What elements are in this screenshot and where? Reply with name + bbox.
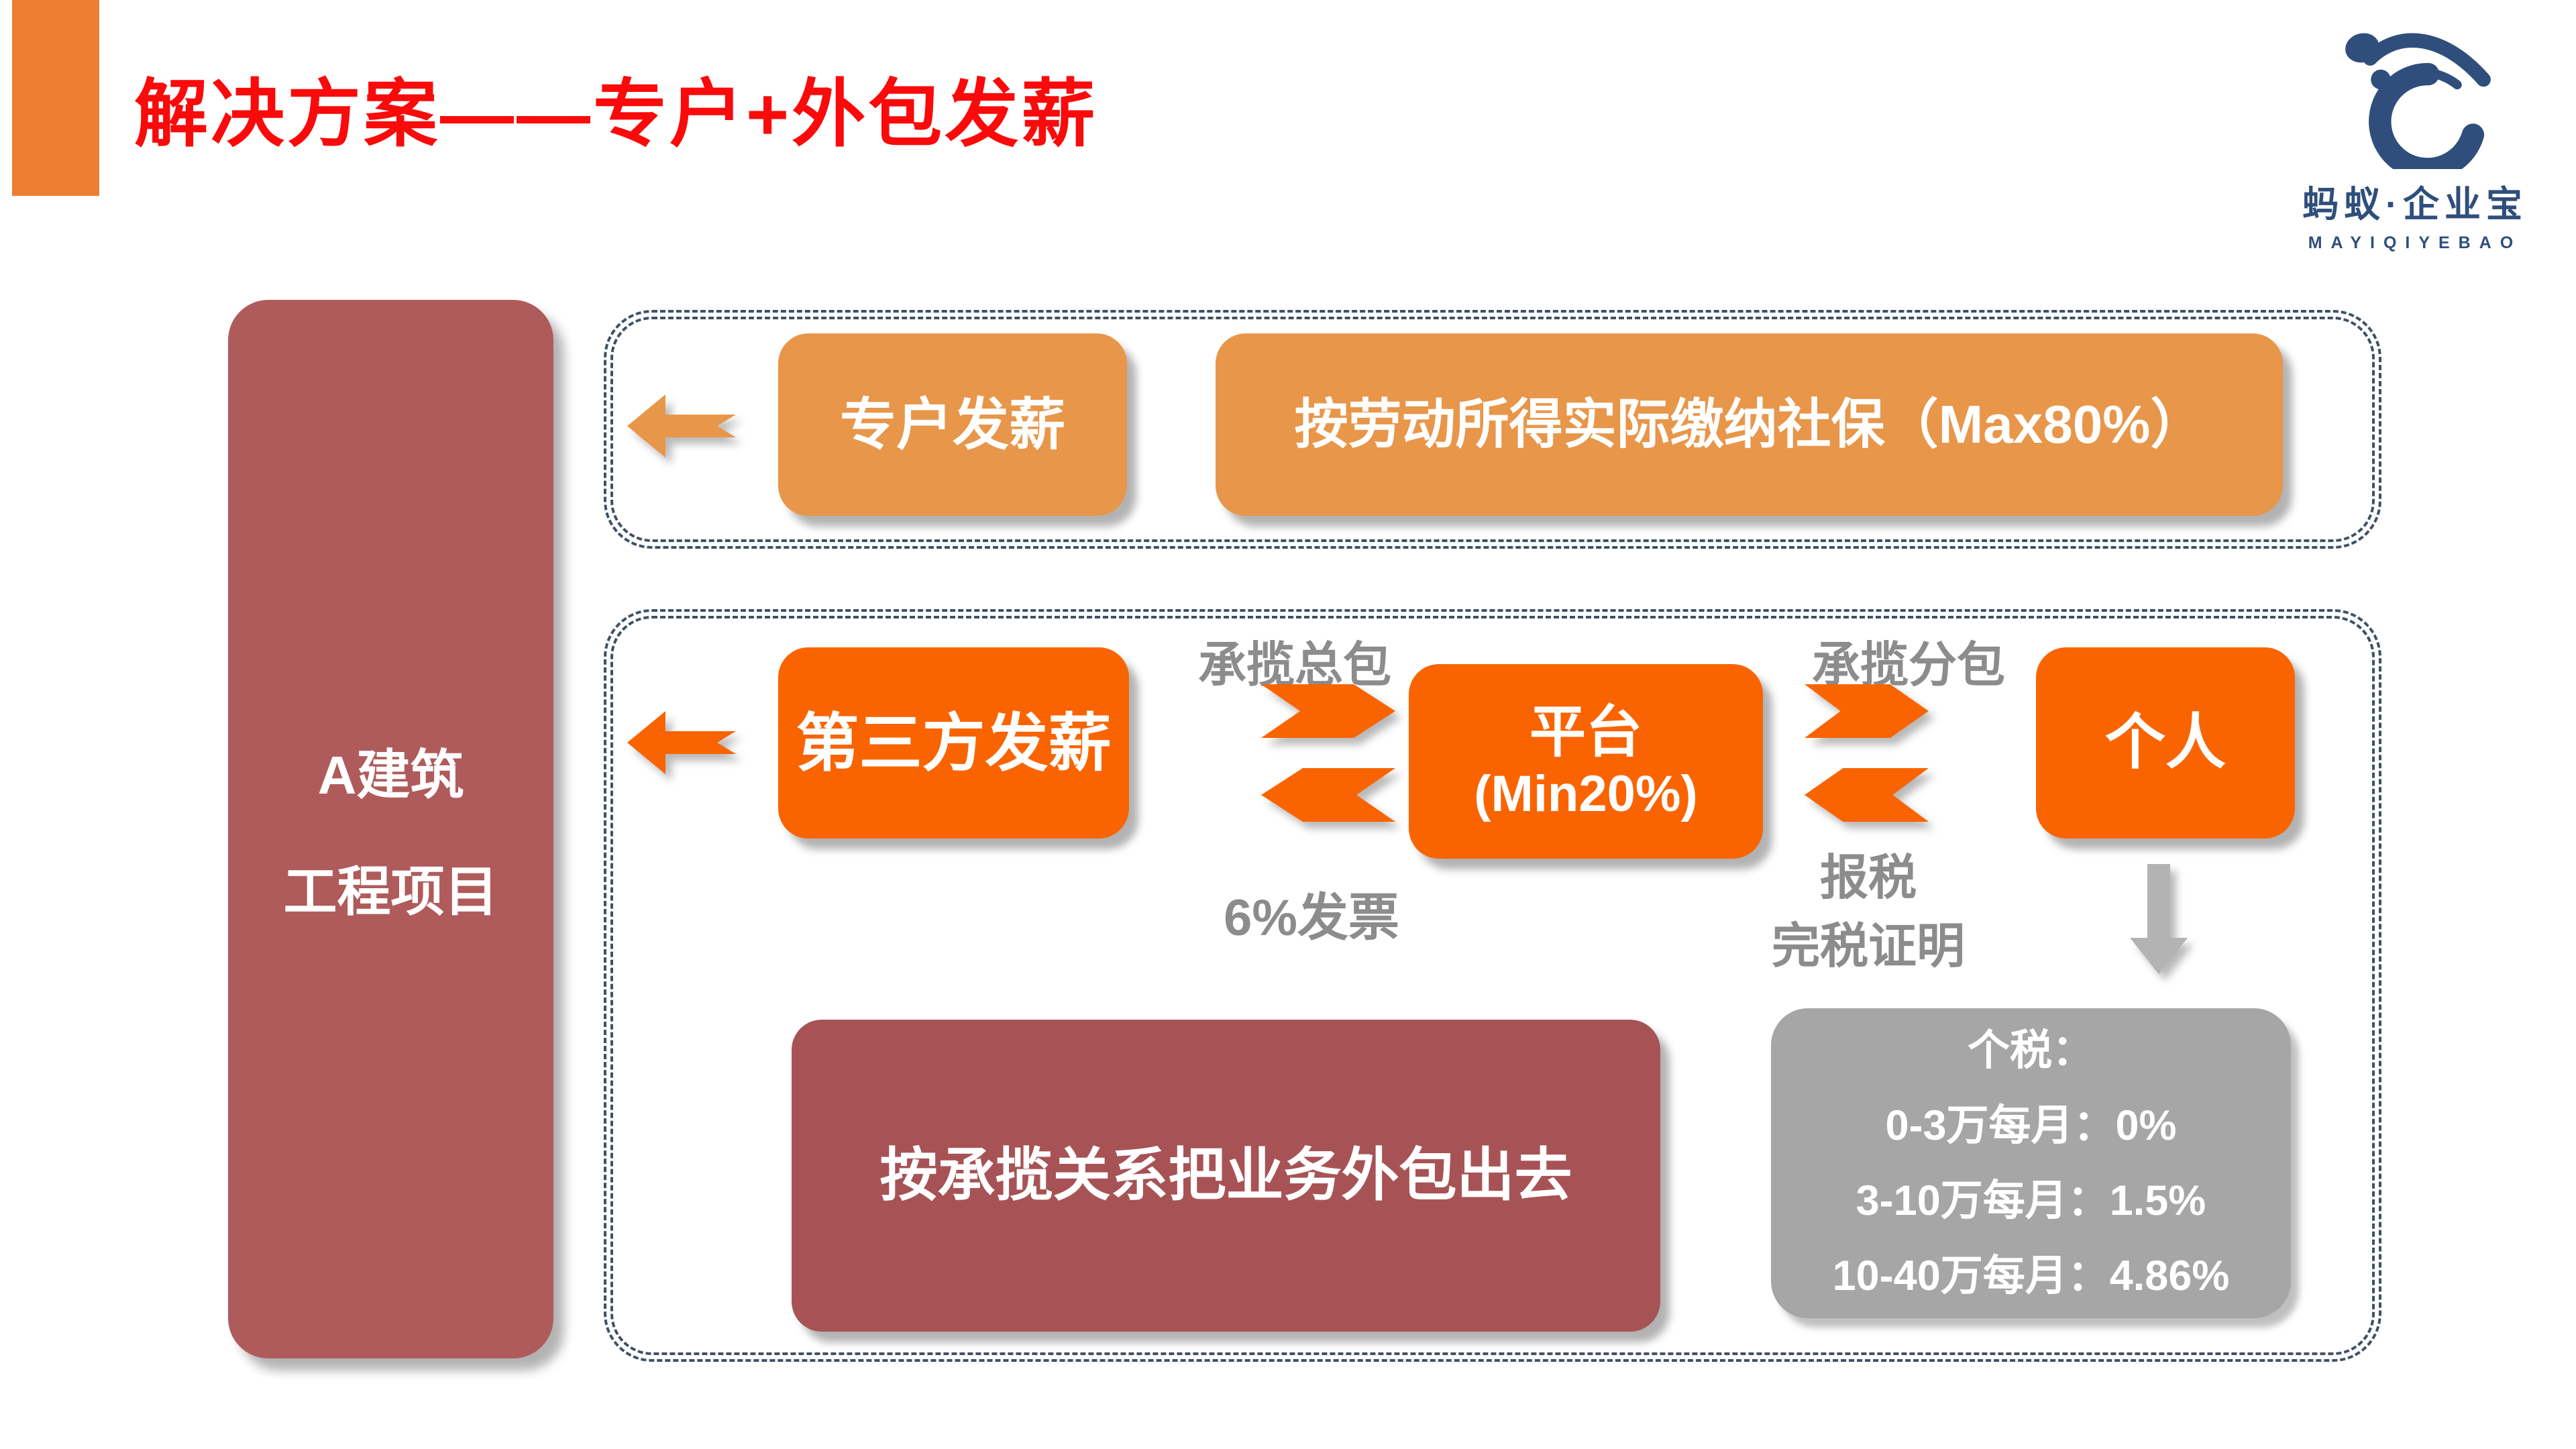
down-arrow-icon bbox=[2130, 864, 2188, 974]
tax-report-line2: 完税证明 bbox=[1771, 920, 1965, 973]
platform-box: 平台 (Min20%) bbox=[1409, 664, 1763, 859]
contract-sub-label: 承揽分包 bbox=[1811, 639, 2005, 692]
brand-name-cn: 蚂蚁·企业宝 bbox=[2302, 184, 2528, 225]
outsource-relation-box: 按承揽关系把业务外包出去 bbox=[792, 1020, 1660, 1332]
project-card: A建筑 工程项目 bbox=[228, 300, 553, 1358]
special-account-section-frame bbox=[604, 310, 2381, 549]
chevron-left-icon bbox=[1261, 768, 1395, 822]
platform-box-line1: 平台 bbox=[1529, 700, 1642, 763]
invoice-label: 6%发票 bbox=[1224, 890, 1399, 947]
brand-name-en: MAYIQIYEBAO bbox=[2308, 233, 2522, 252]
left-arrow-icon bbox=[627, 711, 736, 774]
tax-rate-row: 0-3万每月：0% bbox=[1885, 1102, 2177, 1149]
tax-report-label: 报税 完税证明 bbox=[1707, 844, 2029, 981]
page-title: 解决方案——专户+外包发薪 bbox=[134, 73, 1098, 156]
project-card-line1: A建筑 bbox=[317, 745, 464, 805]
chevron-right-icon bbox=[1261, 684, 1395, 738]
tax-rate-row: 3-10万每月：1.5% bbox=[1856, 1177, 2206, 1224]
social-insurance-box: 按劳动所得实际缴纳社保（Max80%） bbox=[1216, 333, 2283, 516]
individual-box: 个人 bbox=[2036, 647, 2295, 839]
platform-box-line2: (Min20%) bbox=[1474, 765, 1698, 822]
chevron-right-icon bbox=[1805, 684, 1929, 738]
tax-report-line1: 报税 bbox=[1819, 851, 1917, 905]
tax-rate-row: 10-40万每月：4.86% bbox=[1832, 1252, 2230, 1299]
ant-logo-icon bbox=[2345, 33, 2491, 169]
corner-accent-bar bbox=[12, 0, 99, 196]
contract-total-label: 承揽总包 bbox=[1197, 639, 1391, 692]
chevron-left-icon bbox=[1805, 768, 1929, 822]
project-card-line2: 工程项目 bbox=[283, 862, 498, 922]
special-account-payroll-box: 专户发薪 bbox=[778, 333, 1127, 516]
personal-tax-rates-box: 个税： 0-3万每月：0% 3-10万每月：1.5% 10-40万每月：4.86… bbox=[1771, 1008, 2291, 1318]
brand-logo: 蚂蚁·企业宝 MAYIQIYEBAO bbox=[2267, 24, 2563, 253]
third-party-payroll-box: 第三方发薪 bbox=[778, 647, 1129, 839]
left-arrow-icon bbox=[627, 394, 736, 458]
tax-rates-title: 个税： bbox=[1968, 1027, 2094, 1074]
outsource-section-frame bbox=[604, 609, 2381, 1362]
